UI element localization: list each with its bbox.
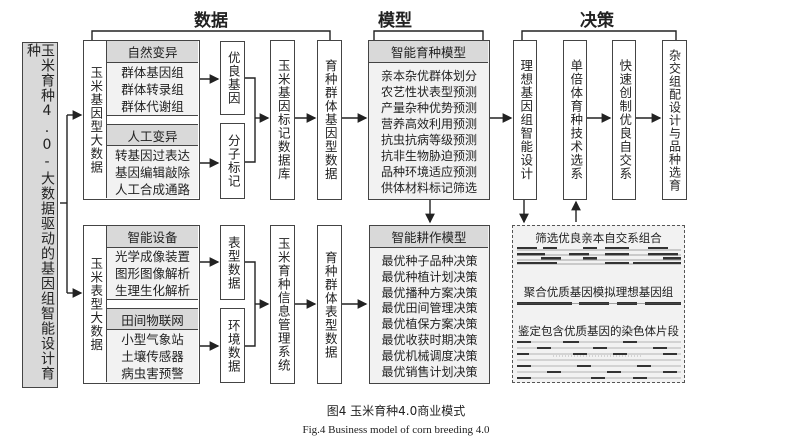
decision-inbred-lines: 快速创制优良自交系: [612, 40, 636, 200]
molecular-markers-box: 分子标记: [220, 123, 245, 199]
list-item: 最优田间管理决策: [381, 301, 478, 316]
natural-variation-body: 群体基因组群体转录组群体代谢组: [107, 63, 198, 116]
breeding-model-box: 智能育种模型 亲本杂优群体划分农艺性状表型预测产量杂种优势预测营养高效利用预测抗…: [368, 40, 490, 200]
list-item: 基因编辑敲除: [114, 164, 190, 180]
population-genotype-box: 育种群体基因型数据: [317, 40, 342, 200]
list-item: 人工合成通路: [114, 181, 190, 197]
farming-model-title: 智能耕作模型: [370, 226, 488, 248]
phenotype-label: 玉米表型大数据: [84, 226, 107, 382]
list-item: 转基因过表达: [114, 147, 190, 163]
population-phenotype-box: 育种群体表型数据: [317, 225, 342, 384]
genotype-label: 玉米基因型大数据: [84, 41, 107, 198]
environment-data-box: 环境数据: [220, 308, 245, 383]
field-iot-body: 小型气象站土壤传感器病虫害预警: [107, 330, 198, 382]
natural-variation-header: 自然变异: [107, 41, 198, 63]
list-item: 抗非生物胁迫预测: [380, 149, 477, 163]
field-iot-header: 田间物联网: [107, 308, 198, 330]
elite-genes-box: 优良基因: [220, 41, 245, 115]
list-item: 品种环境适应预测: [380, 165, 477, 179]
decision-haploid: 单倍体育种技术选系: [563, 40, 587, 200]
list-item: 最优机械调度决策: [381, 348, 478, 363]
list-item: 抗虫抗病等级预测: [380, 133, 477, 147]
artificial-variation-body: 转基因过表达基因编辑敲除人工合成通路: [107, 146, 198, 198]
list-item: 亲本杂优群体划分: [380, 69, 477, 83]
list-item: 小型气象站: [121, 331, 184, 347]
genotype-group: 玉米基因型大数据 自然变异 群体基因组群体转录组群体代谢组 人工变异 转基因过表…: [83, 40, 200, 200]
step-aggregate-genes: 聚合优质基因模拟理想基因组: [523, 285, 674, 299]
list-item: 营养高效利用预测: [380, 117, 477, 131]
section-title-model: 模型: [378, 11, 412, 31]
decision-ideal-genome: 理想基因组智能设计: [513, 40, 537, 200]
section-title-data: 数据: [194, 11, 228, 31]
farming-model-list: 最优种子品种决策最优种植计划决策最优播种方案决策最优田间管理决策最优植保方案决策…: [370, 254, 489, 380]
step-identify-segments: 鉴定包含优质基因的染色体片段: [518, 324, 679, 338]
list-item: 光学成像装置: [114, 249, 190, 264]
phenotype-group: 玉米表型大数据 智能设备 光学成像装置图形图像解析生理生化解析 田间物联网 小型…: [83, 225, 200, 384]
list-item: 群体代谢组: [121, 98, 184, 114]
list-item: 土壤传感器: [121, 348, 184, 364]
step-select-parents: 筛选优良亲本自交系组合: [535, 231, 662, 245]
list-item: 最优种植计划决策: [381, 269, 478, 284]
section-title-decision: 决策: [580, 11, 614, 31]
smart-devices-header: 智能设备: [107, 226, 198, 248]
list-item: 最优播种方案决策: [381, 285, 478, 300]
figure-caption-en: Fig.4 Business model of corn breeding 4.…: [302, 424, 490, 436]
list-item: 供体材料标记筛选: [380, 181, 477, 195]
list-item: 病虫害预警: [121, 365, 184, 381]
smart-devices-body: 光学成像装置图形图像解析生理生化解析: [107, 248, 198, 300]
farming-model-box: 智能耕作模型 最优种子品种决策最优种植计划决策最优播种方案决策最优田间管理决策最…: [369, 225, 490, 384]
list-item: 农艺性状表型预测: [380, 85, 477, 99]
list-item: 群体转录组: [121, 81, 184, 97]
list-item: 产量杂种优势预测: [380, 101, 477, 115]
figure-caption-cn: 图4 玉米育种4.0商业模式: [326, 404, 466, 418]
list-item: 图形图像解析: [114, 266, 190, 281]
info-management-box: 玉米育种信息管理系统: [270, 225, 295, 384]
chromosome-diagram: [517, 247, 681, 379]
list-item: 最优植保方案决策: [381, 317, 478, 332]
breeding-model-list: 亲本杂优群体划分农艺性状表型预测产量杂种优势预测营养高效利用预测抗虫抗病等级预测…: [369, 68, 489, 196]
main-label-box: 玉米育种4.0-大数据驱动的基因组智能设计育种: [22, 42, 58, 388]
phenotype-data-box: 表型数据: [220, 225, 245, 300]
list-item: 最优销售计划决策: [381, 364, 478, 379]
breeding-model-title: 智能育种模型: [369, 41, 488, 63]
decision-hybrid-design: 杂交组配设计与品种选育: [662, 40, 687, 200]
list-item: 最优种子品种决策: [381, 254, 478, 268]
list-item: 最优收获时期决策: [381, 332, 478, 347]
artificial-variation-header: 人工变异: [107, 124, 198, 146]
marker-database-box: 玉米基因标记数据库: [270, 40, 295, 200]
list-item: 群体基因组: [121, 64, 184, 80]
genome-design-panel: 筛选优良亲本自交系组合 聚合优质基因模拟理想基因组 鉴定包含优质基因的染色体片段: [512, 225, 685, 383]
list-item: 生理生化解析: [114, 283, 190, 298]
